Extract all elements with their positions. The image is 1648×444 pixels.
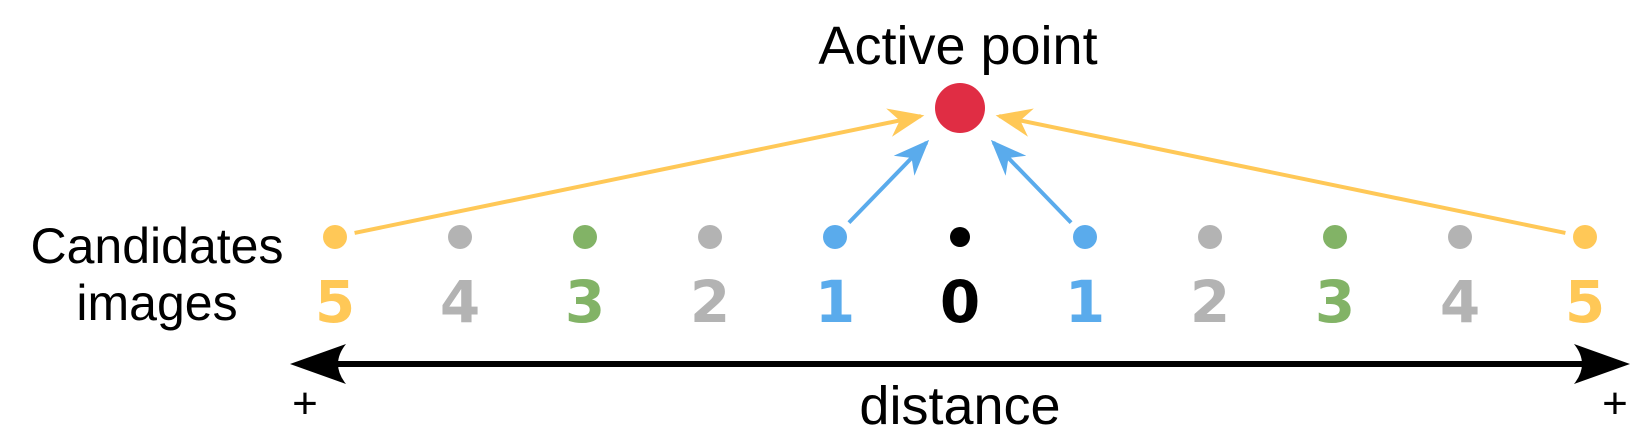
arrow-right-1 xyxy=(990,139,1073,225)
candidate-dot-8 xyxy=(1323,225,1347,249)
distance-number-9: 4 xyxy=(1440,268,1480,336)
axis-right-sign: + xyxy=(1602,379,1628,428)
arrows-layer xyxy=(354,108,1566,235)
candidate-dot-5 xyxy=(950,227,970,247)
candidate-dot-10 xyxy=(1573,225,1597,249)
distance-number-6: 1 xyxy=(1065,268,1105,336)
distance-number-8: 3 xyxy=(1315,268,1355,336)
distance-number-0: 5 xyxy=(315,268,355,336)
distance-number-2: 3 xyxy=(565,268,605,336)
active-point-title: Active point xyxy=(818,16,1097,76)
distance-number-3: 2 xyxy=(690,268,730,336)
active-point xyxy=(935,83,985,133)
candidates-label-line1: Candidates xyxy=(31,218,284,274)
candidate-dots xyxy=(323,225,1597,249)
candidate-dot-7 xyxy=(1198,225,1222,249)
candidate-dot-9 xyxy=(1448,225,1472,249)
arrow-left-1 xyxy=(847,139,930,225)
axis-left-sign: + xyxy=(292,379,318,428)
axis-right-arrowhead xyxy=(1574,344,1630,384)
distance-number-1: 4 xyxy=(440,268,480,336)
distance-number-7: 2 xyxy=(1190,268,1230,336)
candidate-dot-6 xyxy=(1073,225,1097,249)
distance-axis xyxy=(290,344,1630,384)
candidate-dot-4 xyxy=(823,225,847,249)
candidate-dot-3 xyxy=(698,225,722,249)
distance-number-10: 5 xyxy=(1565,268,1605,336)
distance-numbers: 5 4 3 2 1 0 1 2 3 4 5 xyxy=(315,268,1605,336)
candidate-dot-0 xyxy=(323,225,347,249)
axis-left-arrowhead xyxy=(290,344,346,384)
candidate-dot-1 xyxy=(448,225,472,249)
distance-number-4: 1 xyxy=(815,268,855,336)
candidates-label-line2: images xyxy=(76,275,237,331)
arrow-right-5 xyxy=(995,108,1566,235)
distance-number-5: 0 xyxy=(940,268,980,336)
axis-label: distance xyxy=(859,376,1060,436)
candidate-dot-2 xyxy=(573,225,597,249)
arrow-left-5 xyxy=(354,108,925,235)
